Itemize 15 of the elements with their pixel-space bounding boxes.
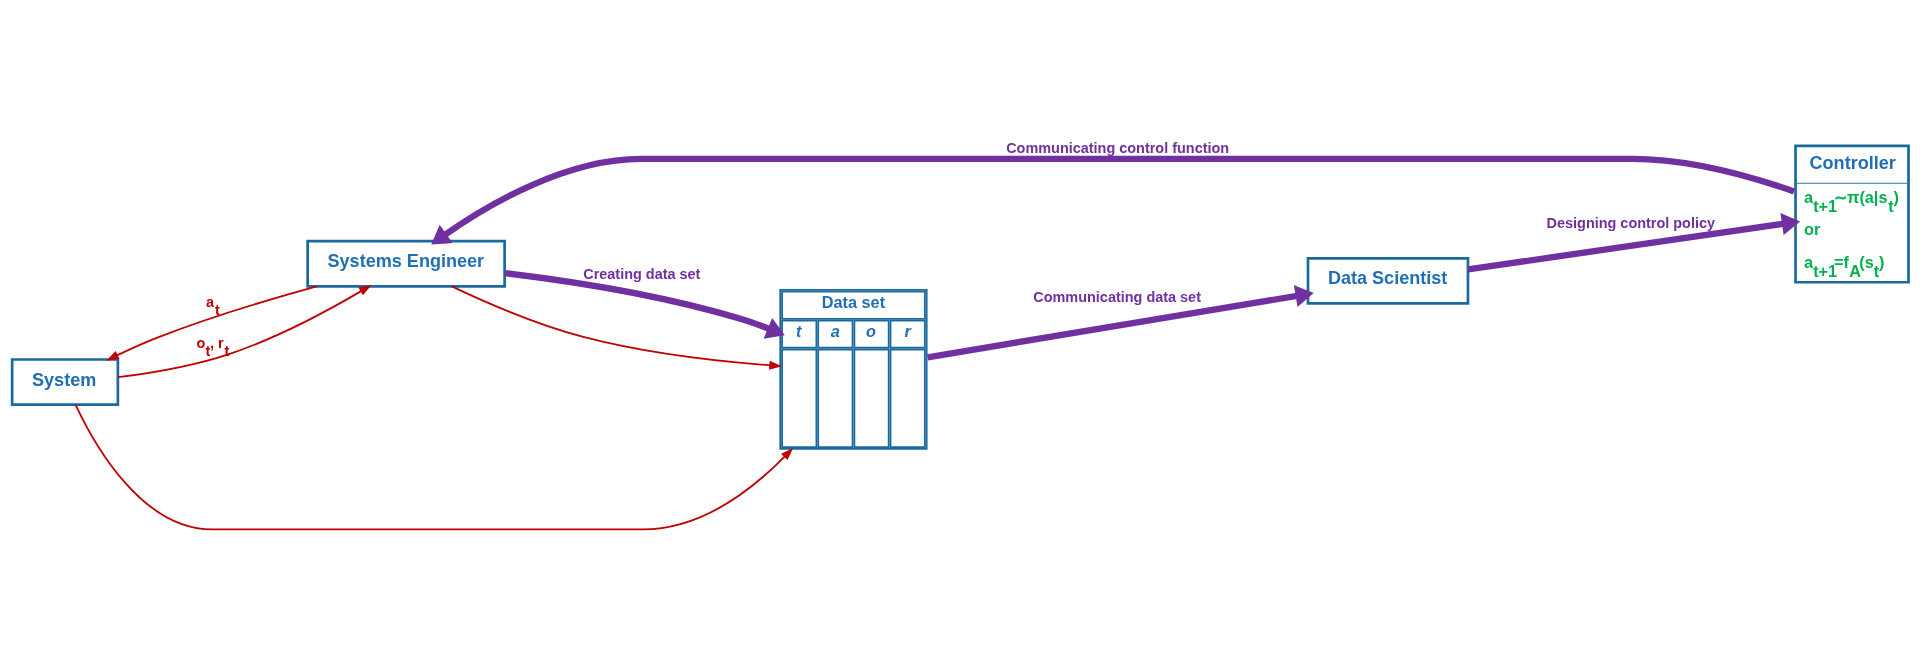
arrow: [117, 284, 372, 379]
edge-label: Communicating data set: [1033, 289, 1201, 306]
node-box: System: [10, 358, 120, 407]
edge-label: Communicating control function: [1006, 140, 1230, 157]
edge-label: Designing control policy: [1546, 215, 1716, 232]
arrow: [450, 285, 782, 370]
arrow: [431, 155, 1795, 245]
arrow: [504, 269, 785, 339]
node-box: Systems Engineer: [306, 239, 506, 288]
arrow: [927, 285, 1314, 361]
arrow: [74, 403, 794, 531]
arrow: [1467, 212, 1801, 273]
edge-label: Creating data set: [583, 265, 701, 282]
arrow: [106, 285, 318, 361]
node-box: Data Scientist: [1306, 256, 1470, 305]
